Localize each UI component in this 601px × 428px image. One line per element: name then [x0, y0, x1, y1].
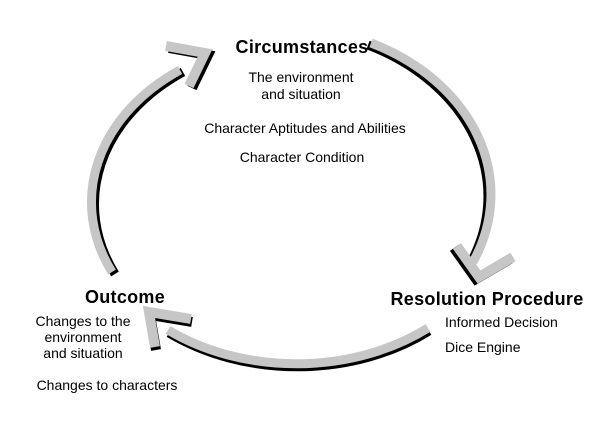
arrowhead-down-icon — [452, 243, 516, 284]
node-title-outcome: Outcome — [84, 287, 166, 307]
outcome-detail-environment: Changes to the environment and situation — [35, 313, 131, 361]
outcome-detail-characters: Changes to characters — [36, 377, 178, 393]
circumstances-detail-environment: The environment and situation — [248, 69, 354, 102]
arrow-outcome-to-circumstances — [86, 41, 216, 277]
resolution-detail-dice-engine: Dice Engine — [445, 339, 521, 355]
arrow-circumstances-to-resolution — [366, 38, 516, 286]
arrowhead-up-right-icon — [165, 41, 213, 89]
node-title-resolution-procedure: Resolution Procedure — [390, 289, 584, 309]
circumstances-detail-aptitudes: Character Aptitudes and Abilities — [204, 120, 406, 136]
resolution-detail-informed-decision: Informed Decision — [445, 314, 558, 330]
arrowhead-up-left-icon — [142, 305, 192, 348]
arrow-resolution-to-outcome — [142, 305, 432, 372]
circumstances-detail-condition: Character Condition — [239, 149, 365, 165]
node-title-circumstances: Circumstances — [235, 37, 369, 57]
